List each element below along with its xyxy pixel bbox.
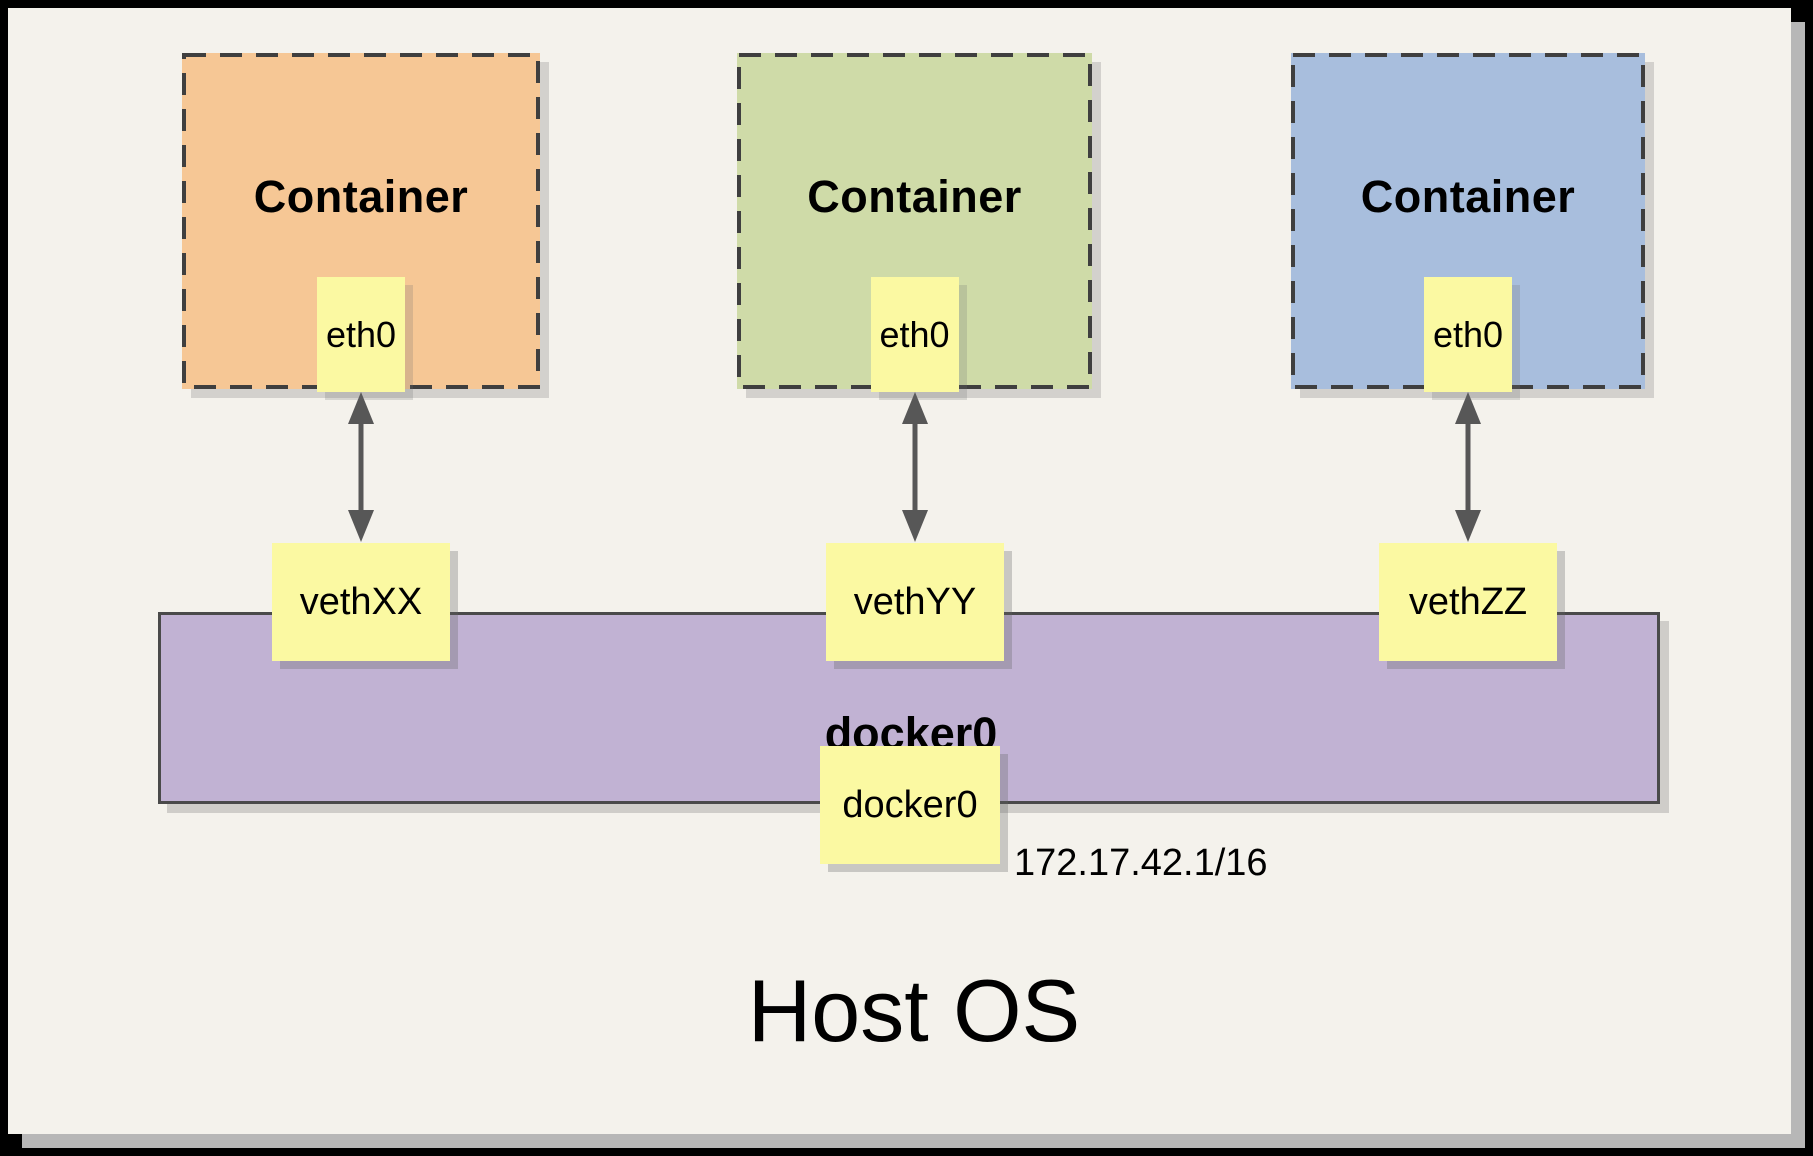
vethxx-label: vethXX [299,580,423,623]
docker0-interface-node: docker0 [820,746,1000,864]
double-arrow-icon-2 [902,392,928,542]
container-2-eth0-node: eth0 [870,277,959,392]
container-box-3: Container eth0 [1291,53,1645,392]
eth0-label: eth0 [325,313,397,355]
vethyy-node: vethYY [826,543,1004,661]
container-3-label: Container [1360,171,1576,222]
host-os-title: Host OS [747,961,1081,1060]
bridge-ip-label: 172.17.42.1/16 [1014,842,1268,884]
eth0-label: eth0 [879,313,950,355]
eth0-label: eth0 [1432,313,1504,355]
container-1-eth0-node: eth0 [317,277,405,392]
host-os-panel: Container eth0 Container eth0 Container … [8,8,1791,1134]
double-arrow-icon-1 [348,392,374,542]
container-2-label: Container [807,171,1022,222]
docker0-node-label: docker0 [842,783,978,826]
container-1-label: Container [253,171,469,222]
vethyy-label: vethYY [853,580,977,623]
vethzz-label: vethZZ [1408,580,1528,623]
double-arrow-icon-3 [1455,392,1481,542]
vethxx-node: vethXX [272,543,450,661]
container-box-1: Container eth0 [182,53,540,392]
container-3-eth0-node: eth0 [1424,277,1512,392]
container-box-2: Container eth0 [737,53,1092,392]
vethzz-node: vethZZ [1379,543,1557,661]
